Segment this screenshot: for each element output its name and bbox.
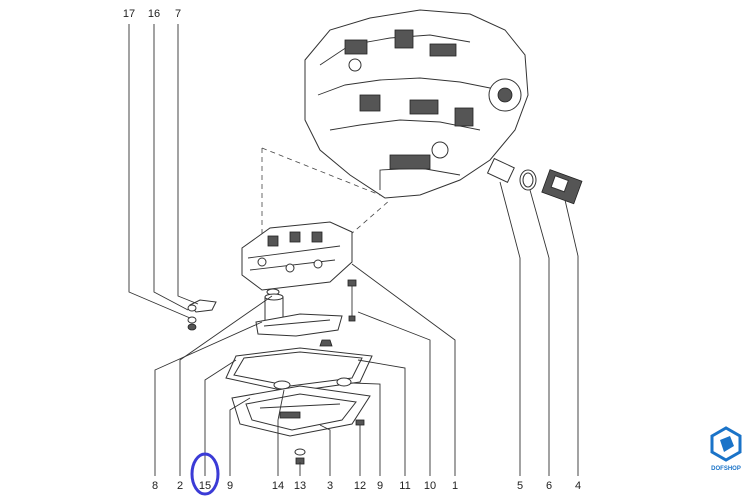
cube-logo-icon xyxy=(710,426,742,462)
leader-16 xyxy=(153,24,189,311)
leader-5 xyxy=(499,181,521,476)
leader-3 xyxy=(319,424,331,476)
callout-16: 16 xyxy=(148,8,160,20)
leader-14 xyxy=(277,389,285,476)
callout-17: 17 xyxy=(123,8,135,20)
leader-15 xyxy=(204,359,237,476)
o-ring xyxy=(519,169,537,191)
electrical-connector xyxy=(541,169,583,205)
callout-10: 10 xyxy=(424,480,436,492)
callout-2: 2 xyxy=(177,480,183,492)
highlight-circle xyxy=(190,452,220,496)
callout-13: 13 xyxy=(294,480,306,492)
transmission-housing xyxy=(304,9,529,199)
callout-14: 14 xyxy=(272,480,284,492)
leader-9a xyxy=(229,397,251,476)
callout-5: 5 xyxy=(517,480,523,492)
leader-7 xyxy=(177,24,199,305)
callout-9b: 9 xyxy=(377,480,383,492)
callout-11: 11 xyxy=(399,480,410,492)
sensor-cylinder xyxy=(486,157,515,183)
leader-8 xyxy=(154,321,263,476)
callout-12: 12 xyxy=(354,480,366,492)
clip-fastener xyxy=(319,339,333,347)
alignment-line-2 xyxy=(261,147,381,196)
leader-2 xyxy=(179,295,273,476)
leader-10 xyxy=(357,311,431,476)
long-bolt xyxy=(347,279,357,322)
filter-tube xyxy=(264,293,284,322)
callout-15: 15 xyxy=(199,480,211,492)
leader-4 xyxy=(564,199,579,476)
valve-body xyxy=(241,221,353,291)
pan-bolt xyxy=(355,419,365,438)
callout-6: 6 xyxy=(546,480,552,492)
alignment-line-3 xyxy=(349,199,391,236)
callout-8: 8 xyxy=(152,480,158,492)
callout-7: 7 xyxy=(175,8,181,20)
drain-seal xyxy=(336,377,352,387)
oil-filter xyxy=(255,313,343,337)
callout-1: 1 xyxy=(452,480,458,492)
oil-pan xyxy=(231,385,371,437)
leader-6 xyxy=(529,189,550,476)
callout-4: 4 xyxy=(575,480,581,492)
leader-9b xyxy=(351,382,381,476)
leader-1 xyxy=(351,263,456,476)
washer-stack xyxy=(187,316,197,331)
leader-17 xyxy=(128,24,191,319)
drain-plug xyxy=(294,448,306,465)
callout-3: 3 xyxy=(327,480,333,492)
logo-text: DOFSHOP xyxy=(711,466,741,472)
callout-9a: 9 xyxy=(227,480,233,492)
leader-11 xyxy=(357,359,406,476)
pan-gasket xyxy=(225,347,373,393)
